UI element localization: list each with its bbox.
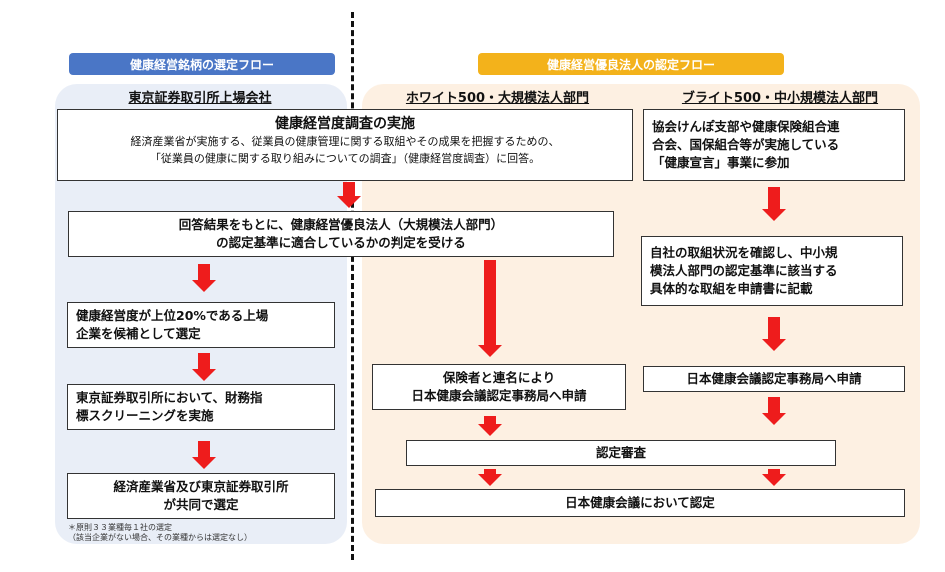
joint-selection-box: 経済産業省及び東京証券取引所 が共同で選定 [67, 473, 335, 519]
survey-line2: 「従業員の健康に関する取り組みについての調査」（健康経営度調査）に回答。 [149, 151, 541, 165]
certification-review-box: 認定審査 [406, 440, 836, 466]
bright500-label: ブライト500・中小規模法人部門 [681, 91, 879, 106]
judgement-line1: 回答結果をもとに、健康経営優良法人（大規模法人部門） [178, 216, 504, 232]
arrow-top20-to-screening [192, 353, 216, 381]
arrow-bright-apply-to-review [762, 397, 786, 425]
note-line1: ＊原則３３業種毎１社の選定 [68, 523, 172, 532]
top20-selection-box: 健康経営度が上位20%である上場 企業を候補として選定 [67, 302, 335, 348]
judgement-line2: の認定基準に適合しているかの判定を受ける [216, 235, 466, 250]
arrow-review-to-certify-left [478, 469, 502, 486]
listed-companies-label: 東京証券取引所上場会社 [128, 91, 272, 106]
self-check-box: 自社の取組状況を確認し、中小規 模法人部門の認定基準に該当する 具体的な取組を申… [641, 236, 903, 306]
declaration-line1: 協会けんぽ支部や健康保険組合連 [652, 118, 840, 134]
arrow-screening-to-selection [192, 441, 216, 469]
screening-line2: 標スクリーニングを実施 [76, 408, 214, 423]
survey-title: 健康経営度調査の実施 [275, 116, 415, 132]
top20-line1: 健康経営度が上位20%である上場 [76, 307, 269, 323]
check-line1: 自社の取組状況を確認し、中小規 [650, 244, 838, 260]
selection-note: ＊原則３３業種毎１社の選定 （該当企業がない場合、その業種からは選定なし） [68, 523, 348, 544]
arrow-check-to-apply [762, 317, 786, 351]
dashed-divider [351, 12, 354, 560]
check-line3: 具体的な取組を申請書に記載 [650, 281, 813, 297]
screening-line1: 東京証券取引所において、財務指 [76, 389, 263, 405]
arrow-declaration-to-check [762, 187, 786, 221]
survey-line1: 経済産業省が実施する、従業員の健康管理に関する取組やその成果を把握するための、 [130, 135, 560, 149]
financial-screening-box: 東京証券取引所において、財務指 標スクリーニングを実施 [67, 384, 335, 430]
health-declaration-box: 協会けんぽ支部や健康保険組合連 合会、国保組合等が実施している 「健康宣言」事業… [643, 109, 905, 181]
arrow-white-apply-to-review [478, 416, 502, 436]
note-line2: （該当企業がない場合、その業種からは選定なし） [68, 533, 252, 543]
arrow-survey-to-judgement [337, 182, 361, 208]
declaration-line2: 合会、国保組合等が実施している [652, 136, 840, 152]
top20-line2: 企業を候補として選定 [76, 326, 201, 341]
white500-label: ホワイト500・大規模法人部門 [405, 91, 590, 106]
joint-line1: 経済産業省及び東京証券取引所 [113, 478, 289, 494]
check-line2: 模法人部門の認定基準に該当する [650, 262, 838, 278]
bright-apply-box: 日本健康会議認定事務局へ申請 [643, 366, 905, 392]
arrow-judgement-to-top20 [192, 264, 216, 292]
declaration-line3: 「健康宣言」事業に参加 [652, 155, 790, 171]
certification-flow-header: 健康経営優良法人の認定フロー [478, 53, 784, 75]
arrow-judgement-to-white-apply [478, 260, 502, 357]
white-apply-box: 保険者と連名により 日本健康会議認定事務局へ申請 [372, 364, 626, 410]
white-apply-line2: 日本健康会議認定事務局へ申請 [411, 388, 587, 403]
health-survey-box: 健康経営度調査の実施 経済産業省が実施する、従業員の健康管理に関する取組やその成… [57, 109, 633, 181]
arrow-review-to-certify-right [762, 469, 786, 486]
judgement-box: 回答結果をもとに、健康経営優良法人（大規模法人部門） の認定基準に適合しているか… [68, 211, 614, 257]
certification-box: 日本健康会議において認定 [375, 489, 905, 517]
joint-line2: が共同で選定 [163, 497, 239, 512]
selection-flow-header: 健康経営銘柄の選定フロー [69, 53, 335, 75]
white-apply-line1: 保険者と連名により [442, 369, 556, 385]
